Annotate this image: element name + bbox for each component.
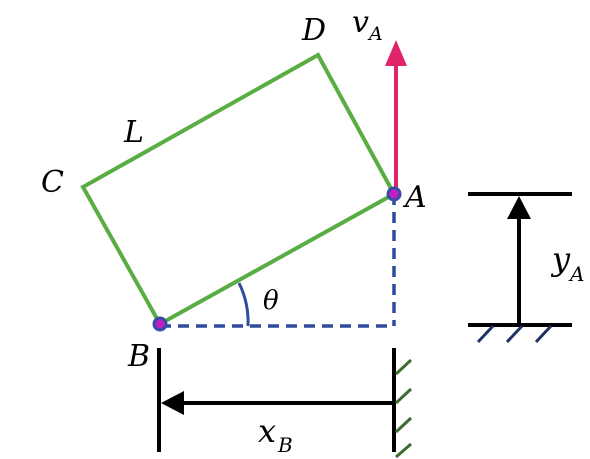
label-x-sub: B (277, 433, 293, 457)
label-velocity-sub: A (367, 23, 383, 45)
label-velocity-main: v (352, 5, 369, 40)
angle-arc (237, 282, 250, 327)
label-y-sub: A (568, 262, 584, 286)
label-point-a: A (402, 180, 427, 215)
label-point-d: D (301, 13, 326, 48)
label-point-c: C (41, 165, 64, 200)
rectangle-body (80, 52, 397, 327)
velocity-arrow-head (385, 40, 407, 66)
pin-b (152, 316, 168, 332)
label-y-main: y (550, 240, 571, 278)
label-x-main: x (258, 412, 276, 450)
label-point-b: B (127, 339, 150, 374)
x-dimension-arrowhead (161, 391, 184, 415)
wall-hatch (394, 358, 413, 459)
ground-hatch (476, 324, 553, 344)
label-angle: θ (263, 286, 279, 316)
pin-a (386, 186, 402, 202)
y-dimension-arrowhead (507, 196, 531, 219)
label-length: L (123, 115, 144, 150)
